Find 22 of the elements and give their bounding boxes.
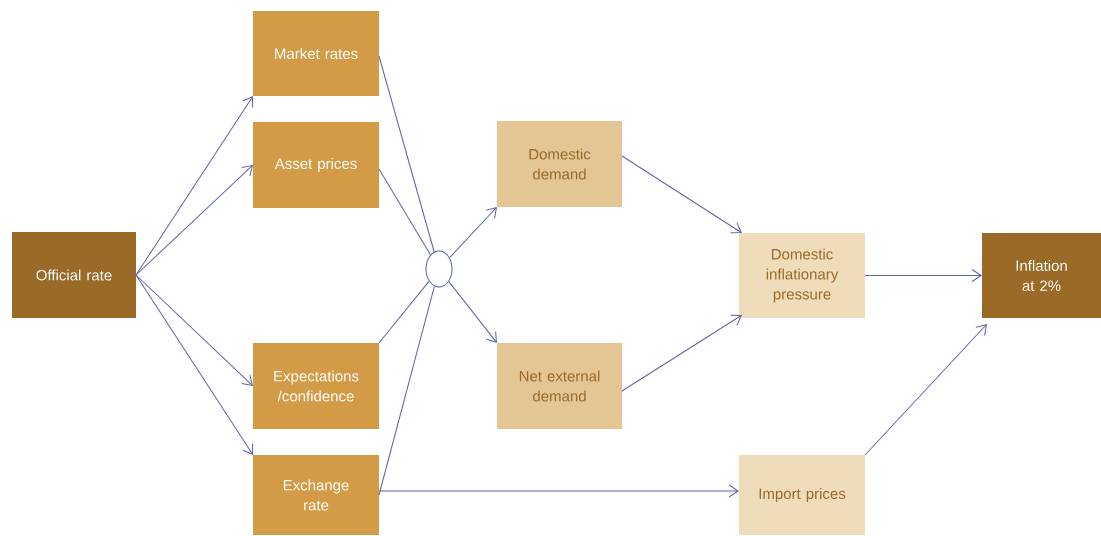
- text-box: Import prices: [739, 455, 865, 535]
- arrow: [135, 96, 254, 276]
- text-box: Asset prices: [253, 122, 379, 208]
- arrow: [864, 324, 987, 456]
- arrow: [864, 269, 982, 282]
- arrow: [135, 165, 253, 276]
- arrow: [621, 155, 742, 234]
- text-box: Exchange rate: [253, 455, 379, 535]
- text-box: Domestic demand: [497, 121, 622, 207]
- text-box: Net external demand: [497, 343, 622, 429]
- arrow: [135, 274, 253, 386]
- text-box: Expectations /confidence: [253, 343, 379, 429]
- arrow: [378, 484, 739, 498]
- text-box: Official rate: [12, 232, 136, 318]
- arrow: [448, 281, 497, 343]
- text-box: Inflation at 2%: [982, 233, 1101, 318]
- text-box: Domestic inflationary pressure: [739, 233, 865, 318]
- arrow: [449, 207, 497, 259]
- arrow: [135, 274, 254, 455]
- junction-oval: [425, 250, 453, 288]
- arrow: [621, 314, 742, 392]
- text-box: Market rates: [253, 11, 379, 96]
